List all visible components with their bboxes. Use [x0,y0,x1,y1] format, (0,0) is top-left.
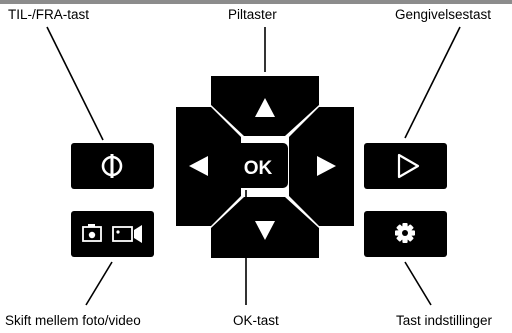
arrow-keys-label: Piltaster [228,7,277,22]
arrow-left-key[interactable] [176,107,241,226]
triangle-right-icon [317,156,336,176]
power-icon [101,154,123,178]
ok-key-label: OK-tast [233,313,279,328]
leader-line-power [46,26,104,141]
power-key-label: TIL-/FRA-tast [8,7,90,22]
triangle-down-icon [255,221,275,240]
gear-icon [395,223,415,243]
top-bar [0,0,512,4]
video-camera-icon [112,225,142,243]
ok-key-label-text: OK [244,158,273,179]
ok-key[interactable] [228,143,288,188]
play-outline-icon [397,153,420,179]
leader-line-settings [404,261,432,306]
leader-line-photo-video [85,261,113,306]
leader-line-playback [404,26,461,139]
camera-icon [82,224,102,242]
photo-video-switch-label: Skift mellem foto/video [5,313,141,328]
settings-key-label: Tast indstillinger [396,313,493,328]
playback-key-label: Gengivelsestast [395,7,492,22]
playback-key[interactable] [364,143,447,189]
triangle-left-icon [189,156,208,176]
triangle-up-icon [255,98,275,117]
